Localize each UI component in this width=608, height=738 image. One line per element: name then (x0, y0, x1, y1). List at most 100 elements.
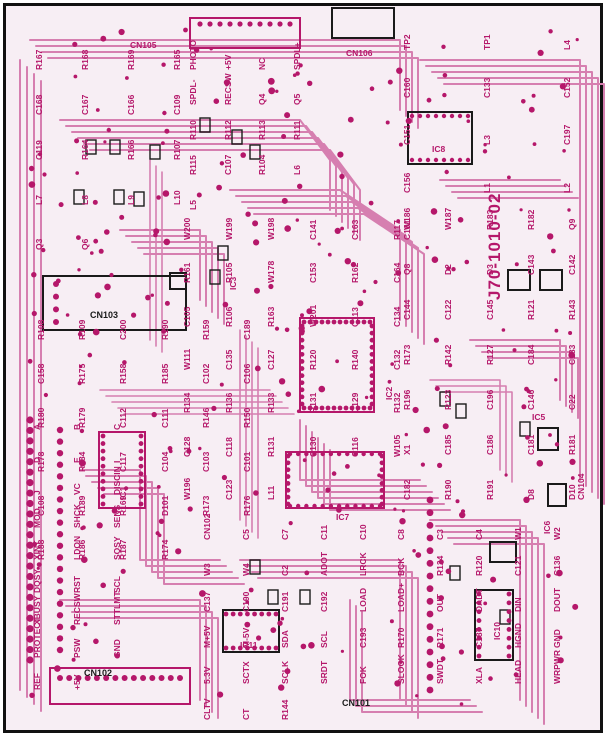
ic8-pin (425, 113, 431, 119)
edge-pin (426, 686, 434, 694)
edge-pin (56, 635, 64, 642)
edge-pin (56, 461, 64, 468)
component-label: R109 (77, 319, 87, 340)
component-label: SPDL+ (292, 42, 302, 70)
via (295, 218, 299, 222)
via (179, 267, 184, 272)
via (377, 473, 381, 478)
via (37, 152, 43, 157)
component-label: C22 (567, 394, 577, 410)
component-label: W1 (513, 527, 523, 540)
cn102-pin (93, 675, 100, 681)
ic8-label: IC8 (432, 144, 446, 154)
via (507, 175, 511, 180)
ic2-pin (331, 405, 337, 411)
via (196, 192, 202, 198)
ic7-pin (379, 481, 385, 486)
component-footprints (42, 7, 567, 705)
via (441, 44, 446, 49)
component-label: C112 (118, 408, 128, 428)
via (183, 27, 188, 33)
edge-pin (26, 458, 34, 466)
component-label: HGND (513, 623, 523, 648)
component-label: R120 (474, 555, 484, 576)
via (300, 643, 307, 650)
via (31, 272, 37, 278)
ic11-pin (230, 611, 236, 617)
component-label: R188 (36, 539, 46, 560)
component-label: STTLMT (112, 591, 122, 625)
ic1-pin (100, 441, 106, 446)
component-label: R182 (526, 209, 536, 230)
component-label: SCTX (241, 661, 251, 684)
edge-pin (26, 531, 34, 539)
ic2-pin (369, 373, 375, 379)
via (483, 143, 487, 147)
via (280, 616, 285, 621)
via (554, 442, 560, 447)
chip-component (519, 421, 531, 437)
ic2-pin (361, 319, 367, 325)
trace (253, 213, 425, 345)
trace (251, 571, 413, 713)
edge-pin (26, 416, 34, 424)
cn102-pin (158, 675, 165, 681)
edge-pin (56, 484, 64, 492)
via (327, 252, 332, 257)
ic8-pin (433, 113, 439, 119)
trace (29, 39, 401, 111)
edge-pin (426, 585, 434, 593)
component-label: RECSW (223, 72, 233, 105)
ic2-pin (369, 359, 375, 364)
via (570, 476, 575, 480)
trace (487, 357, 579, 419)
component-label: C134 (392, 306, 402, 327)
via (412, 406, 419, 414)
via (104, 229, 110, 235)
component-label: R191 (485, 479, 495, 500)
component-label: C184 (526, 344, 536, 365)
edge-pin (56, 496, 64, 503)
via (114, 653, 121, 659)
via (252, 220, 259, 227)
cn106-label: CN106 (346, 48, 373, 58)
ic7-pin (285, 460, 291, 466)
component-label: XLA (474, 667, 484, 684)
via (306, 308, 313, 315)
via (430, 208, 438, 215)
via (442, 73, 448, 78)
via (562, 149, 566, 153)
ic2-pin (369, 337, 375, 343)
edge-pin (56, 577, 64, 584)
component-label: R164 (80, 139, 90, 160)
trace (323, 443, 445, 505)
ic6-outline (489, 541, 517, 563)
via (198, 446, 202, 451)
via (278, 684, 285, 691)
via (253, 490, 259, 496)
via (76, 235, 81, 241)
component-label: LDON (72, 536, 82, 560)
via (284, 225, 292, 232)
cn101-label: CN101 (342, 698, 370, 708)
ic8-pin (409, 157, 415, 163)
ic10-pin (476, 600, 482, 606)
component-label: DADT (474, 588, 484, 612)
chip-component (449, 565, 461, 581)
ic1-pin (138, 441, 144, 446)
ic1-pin (138, 486, 144, 492)
component-label: C156 (402, 172, 412, 193)
via (256, 635, 262, 641)
component-label: R179 (77, 407, 87, 428)
via (401, 509, 406, 513)
component-label: C137 (202, 591, 212, 612)
component-label: C191 (280, 591, 290, 612)
via (389, 619, 394, 624)
via (158, 518, 165, 524)
trace (91, 481, 233, 573)
component-label: PSW (72, 638, 82, 658)
via (77, 268, 81, 272)
ic1-pin (100, 478, 106, 484)
component-label: C146 (526, 389, 536, 410)
component-label: R106 (224, 306, 234, 327)
